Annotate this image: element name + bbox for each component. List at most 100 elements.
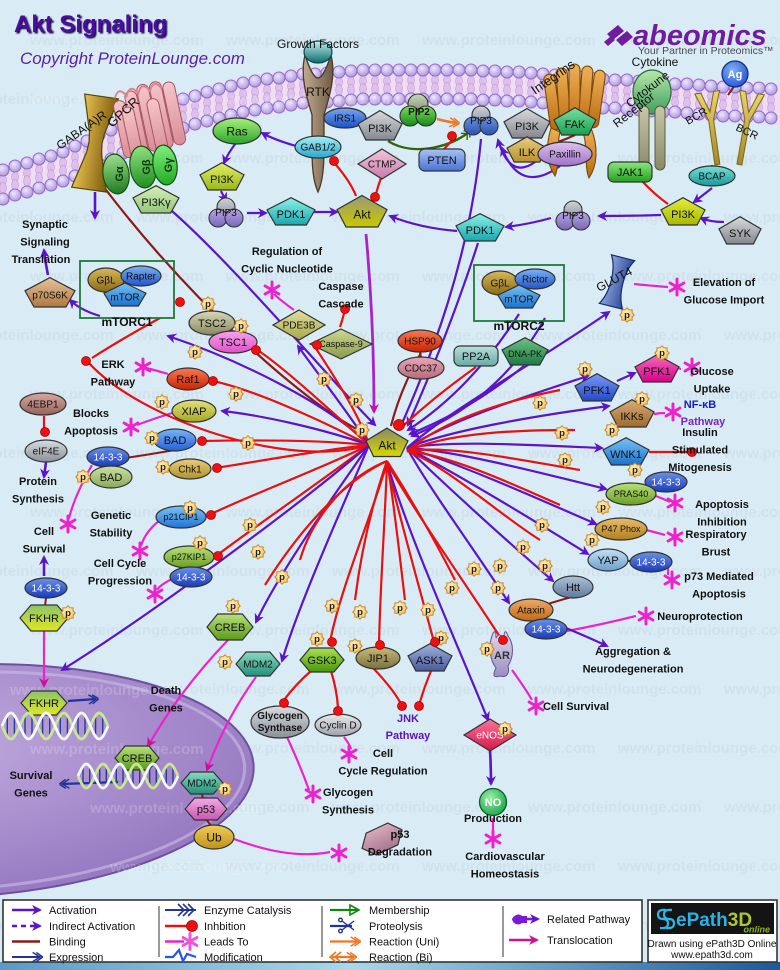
svg-text:GSK3: GSK3: [307, 655, 336, 667]
svg-text:BAD: BAD: [164, 435, 187, 447]
svg-text:p: p: [205, 299, 211, 310]
svg-text:p53: p53: [197, 804, 215, 816]
svg-text:p: p: [484, 644, 490, 655]
svg-text:Glucose: Glucose: [690, 366, 733, 378]
svg-text:Production: Production: [464, 813, 522, 825]
svg-text:p: p: [659, 348, 665, 359]
svg-text:p73 Mediated: p73 Mediated: [684, 571, 754, 583]
svg-text:Cytokine: Cytokine: [632, 55, 679, 69]
svg-text:Akt: Akt: [378, 438, 396, 452]
svg-text:Homeostasis: Homeostasis: [471, 869, 539, 881]
svg-text:14-3-3: 14-3-3: [652, 478, 681, 489]
svg-text:Indirect Activation: Indirect Activation: [49, 921, 135, 933]
svg-text:CDC37: CDC37: [405, 364, 438, 375]
svg-text:Apoptosis: Apoptosis: [64, 426, 118, 438]
svg-text:Reaction (Uni): Reaction (Uni): [369, 937, 439, 949]
svg-text:WNK1: WNK1: [610, 449, 642, 461]
svg-text:www.proteinlounge.com: www.proteinlounge.com: [331, 681, 506, 698]
svg-text:www.proteinlounge.com: www.proteinlounge.com: [421, 386, 596, 403]
svg-text:www.proteinlounge.com: www.proteinlounge.com: [29, 32, 204, 49]
svg-text:p: p: [222, 784, 228, 795]
svg-text:14-3-3: 14-3-3: [532, 625, 561, 636]
svg-text:Synthase: Synthase: [258, 723, 303, 734]
svg-text:p: p: [497, 561, 503, 572]
svg-text:www.proteinlounge.com: www.proteinlounge.com: [421, 504, 596, 521]
svg-text:abeomics: abeomics: [633, 20, 767, 52]
svg-text:p70S6K: p70S6K: [32, 291, 68, 302]
svg-text:www.proteinlounge.com: www.proteinlounge.com: [225, 622, 400, 639]
svg-text:PIP3: PIP3: [562, 211, 584, 222]
svg-text:www.proteinlounge.com: www.proteinlounge.com: [617, 386, 780, 403]
svg-text:GβL: GβL: [490, 279, 510, 290]
svg-text:p: p: [559, 428, 565, 439]
svg-text:FKHR: FKHR: [29, 613, 59, 625]
svg-text:Uptake: Uptake: [694, 384, 731, 396]
svg-text:Neurodegeneration: Neurodegeneration: [583, 664, 684, 676]
svg-text:PIP2: PIP2: [408, 107, 430, 118]
svg-text:www.proteinlounge.com: www.proteinlounge.com: [421, 740, 596, 757]
svg-text:Blocks: Blocks: [73, 408, 109, 420]
svg-text:Signaling: Signaling: [20, 237, 70, 249]
svg-text:Gα: Gα: [114, 166, 126, 182]
svg-text:Ub: Ub: [206, 830, 222, 844]
svg-text:RTK: RTK: [306, 85, 330, 99]
svg-text:Elevation of: Elevation of: [693, 277, 756, 289]
svg-text:www.proteinlounge.com: www.proteinlounge.com: [331, 563, 506, 580]
svg-text:FAK: FAK: [565, 119, 586, 131]
svg-text:Raf1: Raf1: [176, 374, 199, 386]
svg-text:Htt: Htt: [566, 582, 580, 594]
svg-text:www.proteinlounge.com: www.proteinlounge.com: [89, 800, 264, 817]
svg-text:p: p: [192, 347, 198, 358]
svg-text:JNK: JNK: [397, 713, 419, 725]
svg-text:Pathway: Pathway: [386, 730, 432, 742]
svg-text:www.proteinlounge.com: www.proteinlounge.com: [617, 740, 780, 757]
svg-text:p: p: [187, 503, 193, 514]
svg-text:DNA-PK: DNA-PK: [508, 349, 542, 359]
svg-text:p: p: [233, 389, 239, 400]
svg-text:IRS1: IRS1: [334, 114, 357, 125]
svg-text:eIF4E: eIF4E: [33, 447, 60, 458]
svg-text:p: p: [238, 321, 244, 332]
svg-text:p: p: [357, 607, 363, 618]
svg-text:p: p: [562, 455, 568, 466]
svg-text:www.proteinlounge.com: www.proteinlounge.com: [225, 32, 400, 49]
svg-text:www.proteinlounge.com: www.proteinlounge.com: [225, 858, 400, 875]
svg-text:www.proteinlounge.com: www.proteinlounge.com: [723, 799, 780, 816]
svg-text:Cyclic Nucleotide: Cyclic Nucleotide: [241, 264, 333, 276]
svg-text:PIP3: PIP3: [215, 208, 237, 219]
svg-text:4EBP1: 4EBP1: [27, 400, 59, 411]
svg-text:Genetic: Genetic: [91, 510, 131, 522]
svg-text:Gβ: Gβ: [141, 159, 153, 175]
svg-text:PI3K: PI3K: [515, 121, 540, 133]
svg-text:p: p: [65, 608, 71, 619]
svg-text:Apoptosis: Apoptosis: [695, 499, 749, 511]
svg-text:Synthesis: Synthesis: [322, 805, 374, 817]
svg-text:Genes: Genes: [14, 788, 48, 800]
svg-text:Translation: Translation: [12, 254, 71, 266]
svg-text:Gγ: Gγ: [163, 157, 175, 173]
svg-text:Aggregation &: Aggregation &: [595, 646, 671, 658]
svg-text:p: p: [352, 641, 358, 652]
svg-text:p: p: [589, 535, 595, 546]
svg-text:Protein: Protein: [19, 476, 57, 488]
svg-text:Copyright ProteinLounge.com: Copyright ProteinLounge.com: [20, 49, 245, 68]
svg-text:FKHR: FKHR: [29, 698, 59, 710]
svg-text:PI3K: PI3K: [671, 209, 696, 221]
svg-text:PDK1: PDK1: [277, 209, 306, 221]
svg-text:Genes: Genes: [149, 703, 183, 715]
svg-text:Chk1: Chk1: [178, 465, 202, 476]
svg-text:14-3-3: 14-3-3: [94, 453, 123, 464]
svg-text:p: p: [160, 462, 166, 473]
svg-text:p: p: [471, 564, 477, 575]
svg-text:HSP90: HSP90: [404, 337, 436, 348]
svg-text:www.proteinlounge.com: www.proteinlounge.com: [421, 32, 596, 49]
svg-text:p: p: [539, 520, 545, 531]
svg-text:Growth Factors: Growth Factors: [277, 37, 359, 51]
svg-text:www.proteinlounge.com: www.proteinlounge.com: [723, 327, 780, 344]
svg-text:Cardiovascular: Cardiovascular: [465, 851, 545, 863]
svg-text:Leads To: Leads To: [204, 937, 248, 949]
svg-text:p: p: [314, 634, 320, 645]
svg-text:Enzyme Catalysis: Enzyme Catalysis: [204, 905, 292, 917]
svg-text:Activation: Activation: [49, 905, 97, 917]
svg-text:Stimulated: Stimulated: [672, 445, 728, 457]
